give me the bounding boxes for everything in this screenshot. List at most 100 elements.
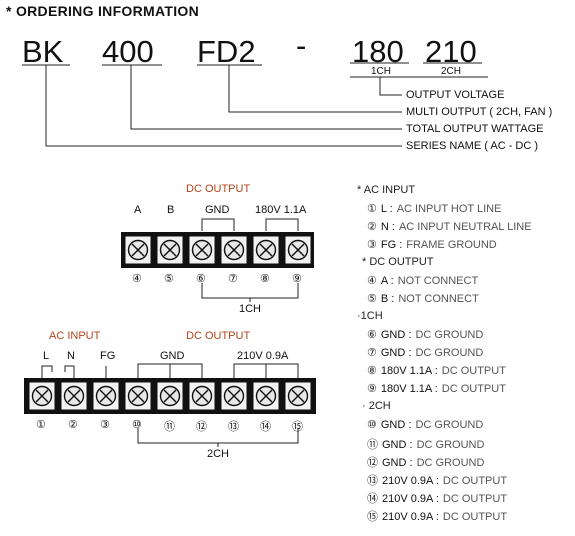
- bottom-pin-number: ⑫: [196, 421, 207, 433]
- bottom-pin-number: ⑪: [164, 421, 175, 433]
- legend-ac-value: FRAME GROUND: [406, 239, 497, 251]
- top-pin-number: ④: [132, 273, 142, 285]
- legend-2ch-value: DC OUTPUT: [442, 493, 508, 505]
- bottom-screw-slot-8-1: [291, 389, 305, 403]
- legend-ac-num: ①: [367, 203, 377, 215]
- legend-dc-header: * DC OUTPUT: [362, 256, 434, 268]
- legend-1ch-num: ⑥: [367, 329, 377, 341]
- legend-1ch-header: ·1CH: [357, 310, 383, 322]
- top-label-180v: 180V 1.1A: [255, 204, 307, 216]
- legend-2ch-value: DC GROUND: [416, 457, 485, 469]
- legend-1ch-value: DC GROUND: [415, 329, 484, 341]
- top-pin-number: ⑤: [164, 273, 174, 285]
- legend-2ch-row: ⑪ GND :DC GROUND: [367, 436, 484, 452]
- legend-2ch-value: DC GROUND: [416, 439, 485, 451]
- model-wattage: 400: [102, 34, 154, 69]
- legend-2ch-row: ⑮ 210V 0.9A :DC OUTPUT: [367, 508, 507, 524]
- legend-1ch-key: 180V 1.1A :: [380, 365, 438, 377]
- bottom-label-fg: FG: [100, 350, 116, 362]
- legend-ac-num: ②: [367, 221, 377, 233]
- bottom-screw-slot-4-1: [163, 389, 177, 403]
- legend-1ch-num: ⑧: [367, 365, 377, 377]
- legend-ac-header: * AC INPUT: [357, 184, 416, 196]
- model-type: FD2: [197, 34, 256, 69]
- bottom-dc-output-label: DC OUTPUT: [186, 330, 251, 342]
- legend-2ch-value: DC OUTPUT: [442, 475, 508, 487]
- bottom-pin-number: ⑮: [292, 421, 303, 433]
- bottom-pin-number: ①: [36, 419, 46, 431]
- explain-series-name: SERIES NAME ( AC - DC ): [406, 140, 539, 152]
- top-pin-number: ⑥: [196, 273, 206, 285]
- legend-dc-num: ⑤: [367, 293, 377, 305]
- legend-2ch-key: GND :: [380, 419, 412, 431]
- bottom-label-l: L: [43, 350, 50, 362]
- legend-dc-value: NOT CONNECT: [397, 275, 479, 287]
- legend-2ch-value: DC OUTPUT: [442, 511, 508, 523]
- legend-1ch-num: ⑨: [367, 383, 377, 395]
- section-title: * ORDERING INFORMATION: [6, 3, 200, 19]
- bottom-pin-number: ⑩: [132, 419, 142, 431]
- legend-1ch-key: GND :: [380, 329, 412, 341]
- legend-1ch-key: GND :: [380, 347, 412, 359]
- bottom-label-gnd: GND: [160, 350, 185, 362]
- bottom-pin-number: ⑭: [260, 421, 271, 433]
- legend-2ch-num: ⑪: [367, 439, 378, 451]
- bottom-screw-slot-0-1: [35, 389, 49, 403]
- legend-2ch-key: 210V 0.9A :: [382, 493, 439, 505]
- top-label-gnd: GND: [205, 204, 230, 216]
- top-label-b: B: [167, 204, 175, 216]
- top-screw-slot-2-1: [195, 243, 209, 257]
- legend-2ch-num: ⑩: [367, 419, 377, 431]
- legend-1ch-key: 180V 1.1A :: [380, 383, 438, 395]
- legend-ac-key: N :: [380, 221, 395, 233]
- bottom-label-n: N: [67, 350, 75, 362]
- bottom-screw-slot-6-1: [227, 389, 241, 403]
- legend-ac-key: FG :: [380, 239, 403, 251]
- legend-2ch-header: · 2CH: [362, 400, 391, 412]
- model-dash: -: [296, 28, 307, 63]
- bottom-pin-number: ②: [68, 419, 78, 431]
- explain-multi-output: MULTI OUTPUT ( 2CH, FAN ): [406, 106, 553, 118]
- legend-2ch-key: 210V 0.9A :: [382, 475, 439, 487]
- top-pin-number: ⑦: [228, 273, 238, 285]
- legend-1ch-value: DC OUTPUT: [441, 383, 506, 395]
- top-pin-number: ⑨: [292, 273, 302, 285]
- legend-2ch-value: DC GROUND: [415, 419, 484, 431]
- model-series: BK: [22, 34, 64, 69]
- explain-output-voltage: OUTPUT VOLTAGE: [406, 89, 505, 101]
- model-voltage-2ch: 210: [425, 34, 477, 69]
- legend-dc-num: ④: [367, 275, 377, 287]
- bottom-screw-slot-2-1: [99, 389, 113, 403]
- top-dc-output-label: DC OUTPUT: [186, 183, 251, 195]
- top-screw-slot-4-1: [259, 243, 273, 257]
- legend-dc-key: B :: [380, 293, 395, 305]
- label-1ch: 1CH: [371, 66, 392, 77]
- bottom-channel-label: 2CH: [207, 448, 230, 460]
- legend-2ch-key: GND :: [382, 439, 413, 451]
- top-screw-slot-0-1: [131, 243, 145, 257]
- legend-2ch-key: GND :: [382, 457, 413, 469]
- label-2ch: 2CH: [441, 66, 462, 77]
- bottom-pin-number: ⑬: [228, 421, 239, 433]
- legend-dc-value: NOT CONNECT: [398, 293, 479, 305]
- bottom-screw-slot-3-1: [131, 389, 145, 403]
- legend-2ch-num: ⑭: [367, 493, 378, 505]
- bottom-screw-slot-5-1: [195, 389, 209, 403]
- top-screw-slot-5-1: [291, 243, 305, 257]
- legend-2ch-row: ⑭ 210V 0.9A :DC OUTPUT: [367, 490, 507, 506]
- legend-2ch-num: ⑮: [367, 511, 378, 523]
- top-channel-label: 1CH: [239, 303, 262, 315]
- bottom-label-210v: 210V 0.9A: [237, 350, 289, 362]
- legend-2ch-key: 210V 0.9A :: [382, 511, 439, 523]
